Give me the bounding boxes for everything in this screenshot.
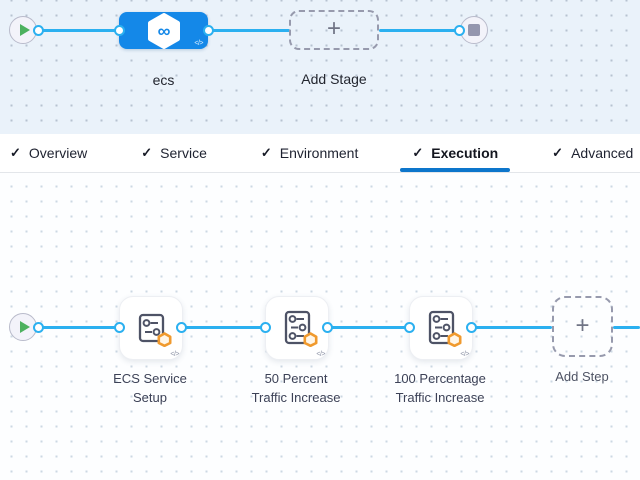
add-stage-button[interactable]: + (289, 10, 379, 50)
connector-port[interactable] (113, 321, 125, 333)
tab-overview[interactable]: ✓ Overview (0, 134, 99, 172)
step-label: 50 Percent Traffic Increase (251, 371, 341, 405)
traffic-shift-icon (284, 310, 311, 345)
pipeline-end-node[interactable] (460, 16, 488, 44)
add-step-label: Add Step (555, 369, 609, 384)
check-icon: ✓ (552, 145, 564, 160)
tab-label: Overview (28, 145, 88, 161)
plus-icon: + (326, 15, 341, 42)
step-edge (181, 325, 265, 329)
tab-advanced[interactable]: ✓ Advanced (540, 134, 640, 172)
tab-service[interactable]: ✓ Service (129, 134, 219, 172)
tab-label: Environment (279, 145, 359, 161)
step-edge (471, 325, 552, 329)
connector-port[interactable] (33, 24, 44, 36)
play-icon (19, 24, 30, 36)
pipeline-start-node[interactable] (9, 16, 37, 44)
connector-port[interactable] (465, 321, 477, 333)
traffic-shift-icon (428, 310, 455, 345)
tab-label: Service (160, 145, 207, 161)
add-stage-label: Add Stage (301, 71, 367, 87)
harness-pipeline-icon: ∞ (147, 12, 180, 49)
connector-port[interactable] (33, 321, 44, 333)
check-icon: ✓ (260, 145, 272, 160)
code-icon: </> (170, 351, 179, 358)
connector-port[interactable] (403, 321, 415, 333)
step-label: ECS Service Setup (113, 371, 187, 405)
aws-hexagon-badge-icon (157, 332, 172, 347)
check-icon: ✓ (141, 145, 153, 160)
play-icon (19, 321, 30, 333)
code-icon: </> (316, 351, 325, 358)
connector-port[interactable] (321, 321, 333, 333)
stop-icon (468, 24, 480, 36)
check-icon: ✓ (10, 145, 21, 160)
stage-edge (38, 28, 119, 32)
code-icon: </> (460, 351, 469, 358)
stage-label: ecs (152, 72, 175, 88)
plus-icon: + (575, 311, 590, 339)
stage-node-ecs[interactable]: ∞ </> (119, 12, 208, 49)
step-edge (38, 325, 119, 329)
step-label: 100 Percentage Traffic Increase (394, 371, 486, 405)
step-edge (327, 325, 409, 329)
connector-port[interactable] (113, 24, 125, 36)
connector-port[interactable] (175, 321, 187, 333)
step-edge (613, 325, 640, 329)
code-icon: </> (194, 40, 203, 47)
ecs-service-setup-icon (138, 313, 165, 343)
stage-edge (379, 28, 460, 32)
add-step-button[interactable]: + (552, 296, 613, 357)
connector-port[interactable] (453, 24, 465, 36)
check-icon: ✓ (412, 145, 424, 160)
connector-port[interactable] (259, 321, 271, 333)
step-node-100-percentage-traffic-increase[interactable]: </> (409, 296, 473, 360)
tab-execution[interactable]: ✓ Execution (400, 134, 510, 172)
connector-port[interactable] (202, 24, 214, 36)
tab-label: Advanced (571, 145, 634, 161)
stage-edge (208, 28, 290, 32)
stage-config-tabs: ✓ Overview ✓ Service ✓ Environment ✓ Exe… (0, 134, 640, 173)
svg-text:∞: ∞ (157, 21, 170, 41)
aws-hexagon-badge-icon (447, 332, 462, 347)
aws-hexagon-badge-icon (303, 332, 318, 347)
step-node-ecs-service-setup[interactable]: </> (119, 296, 183, 360)
step-node-50-percent-traffic-increase[interactable]: </> (265, 296, 329, 360)
tab-environment[interactable]: ✓ Environment (249, 134, 371, 172)
tab-label: Execution (431, 145, 499, 161)
stage-canvas[interactable]: ∞ </> + ecs Add Stage (0, 0, 640, 134)
